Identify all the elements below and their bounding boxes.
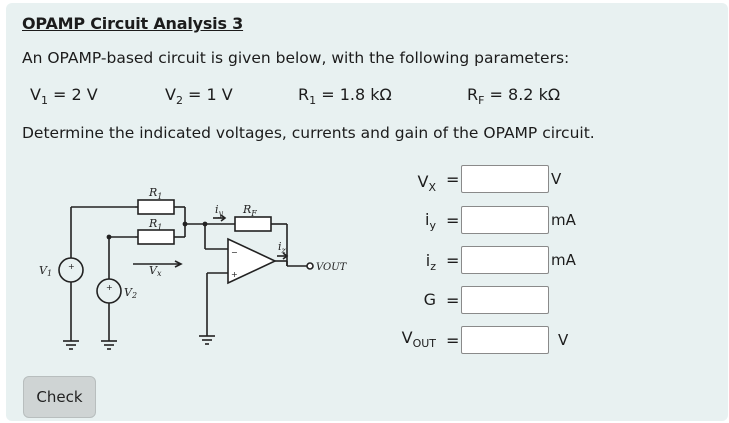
equals-sign: = — [446, 331, 460, 350]
gain-answer-input[interactable] — [461, 286, 549, 314]
vout-answer-input[interactable] — [461, 326, 549, 354]
opamp-circuit-diagram: + + − + R1 R1 RF iy iz Vx V1 V2 VOUT — [39, 186, 348, 350]
answer-label-iz: iz — [425, 251, 436, 274]
svg-text:−: − — [231, 248, 238, 257]
r1-top-label: R1 — [148, 186, 162, 201]
vx-label: Vx — [149, 264, 162, 278]
equals-sign: = — [446, 170, 460, 189]
check-button[interactable]: Check — [23, 376, 96, 418]
page-title: OPAMP Circuit Analysis 3 — [22, 14, 244, 33]
intro-text: An OPAMP-based circuit is given below, w… — [22, 49, 570, 67]
vx-unit: V — [551, 170, 562, 188]
param-v2: V2 = 1 V — [165, 85, 233, 108]
question-card — [6, 3, 728, 421]
param-r1: R1 = 1.8 kΩ — [298, 85, 392, 108]
vx-answer-input[interactable] — [461, 165, 549, 193]
iy-answer-input[interactable] — [461, 206, 549, 234]
r1-bottom-label: R1 — [148, 217, 162, 232]
iz-unit: mA — [551, 251, 576, 269]
v1-label: V1 — [39, 264, 52, 278]
param-v1: V1 = 2 V — [30, 85, 98, 108]
svg-text:+: + — [106, 283, 113, 292]
vout-unit: V — [558, 331, 569, 349]
answer-label-vout: VOUT — [401, 328, 436, 351]
iy-unit: mA — [551, 211, 576, 229]
equals-sign: = — [446, 251, 460, 270]
param-rf: RF = 8.2 kΩ — [467, 85, 561, 108]
iy-label: iy — [215, 203, 224, 218]
vout-label: VOUT — [316, 262, 348, 273]
answer-label-vx: VX — [417, 172, 437, 195]
question-text: Determine the indicated voltages, curren… — [22, 124, 595, 142]
answer-label-iy: iy — [425, 210, 436, 233]
iz-label: iz — [278, 240, 287, 255]
svg-text:+: + — [68, 262, 75, 271]
equals-sign: = — [446, 211, 460, 230]
svg-text:+: + — [231, 270, 238, 279]
rf-label: RF — [242, 203, 257, 218]
iz-answer-input[interactable] — [461, 246, 549, 274]
v2-label: V2 — [124, 286, 137, 300]
equals-sign: = — [446, 291, 460, 310]
answer-label-gain: G — [423, 290, 436, 309]
